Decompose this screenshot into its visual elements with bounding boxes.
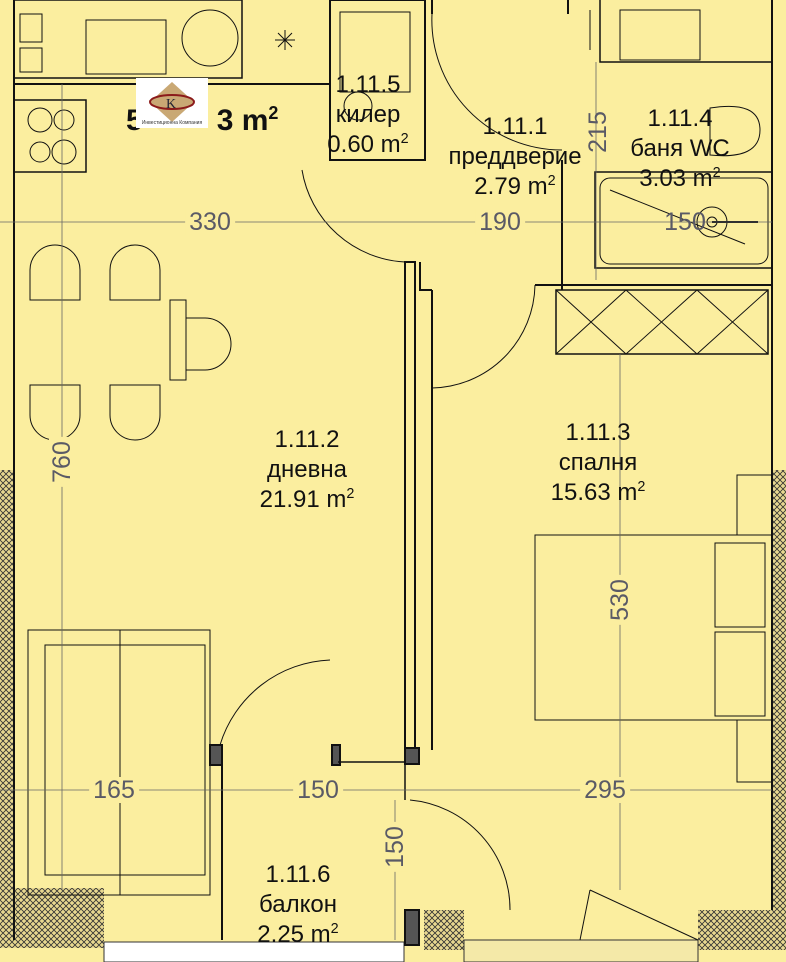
- room-id: 1.11.2: [274, 426, 340, 453]
- wall-bottom-right: [698, 910, 786, 950]
- room-name: балкон: [259, 891, 337, 918]
- room-name: преддверие: [448, 143, 582, 170]
- room-area: 3.03 m2: [639, 165, 721, 192]
- room-label-bathroom: 1.11.4 баня WC 3.03 m2: [630, 104, 729, 194]
- room-id: 1.11.4: [647, 105, 713, 132]
- dim-balcony-depth: 150: [381, 822, 409, 872]
- dim-bedroom-width: 295: [580, 777, 630, 803]
- room-name: баня WC: [630, 135, 730, 162]
- dim-bath-depth: 215: [584, 111, 612, 153]
- svg-text:K: K: [166, 97, 176, 112]
- total-area-value: 3 m: [216, 104, 269, 137]
- dim-bedroom-depth: 530: [606, 575, 634, 625]
- room-label-storage: 1.11.5 килер 0.60 m2: [327, 70, 408, 160]
- room-area: 0.60 m2: [327, 131, 409, 158]
- room-id: 1.11.1: [482, 113, 548, 140]
- wall-bottom-left: [0, 888, 104, 948]
- room-label-balcony: 1.11.6 балкон 2.25 m2: [257, 860, 338, 950]
- room-label-bedroom: 1.11.3 спалня 15.63 m2: [551, 418, 646, 508]
- total-area-right: 3 m2: [217, 104, 279, 137]
- room-area: 2.25 m2: [257, 921, 339, 948]
- dim-hall-width: 190: [475, 209, 525, 235]
- room-label-hall: 1.11.1 преддверие 2.79 m2: [448, 112, 581, 202]
- room-label-living: 1.11.2 дневна 21.91 m2: [260, 425, 355, 515]
- balcony-rail: [103, 941, 405, 962]
- unit-exp: 2: [268, 103, 279, 123]
- wall-bottom-mid: [424, 910, 464, 950]
- room-id: 1.11.5: [335, 71, 401, 98]
- logo-text: Инвестиционна Компания: [141, 120, 203, 126]
- window-sill: [463, 939, 699, 962]
- room-name: дневна: [267, 456, 347, 483]
- room-area: 21.91 m2: [259, 486, 355, 513]
- room-name: килер: [335, 101, 401, 128]
- room-id: 1.11.3: [565, 419, 631, 446]
- company-logo: K Инвестиционна Компания: [136, 78, 208, 128]
- room-name: спалня: [558, 449, 638, 476]
- dim-balcony-width: 150: [293, 777, 343, 803]
- room-area: 15.63 m2: [550, 479, 646, 506]
- room-area: 2.79 m2: [474, 173, 556, 200]
- dim-living-depth: 760: [48, 437, 76, 487]
- wall-left-hatched: [0, 470, 14, 940]
- dim-bath-width: 150: [664, 208, 706, 236]
- wall-right-hatched: [772, 470, 786, 940]
- dim-living-width: 330: [185, 209, 235, 235]
- room-id: 1.11.6: [265, 861, 331, 888]
- dim-sofa-zone: 165: [89, 777, 139, 803]
- logo-mark-icon: K: [149, 82, 195, 122]
